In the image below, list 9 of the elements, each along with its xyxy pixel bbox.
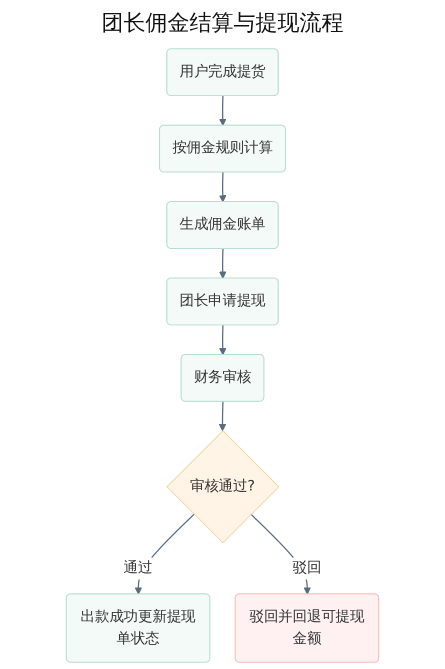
diagram-title: 团长佣金结算与提现流程 <box>102 10 344 38</box>
arrow <box>219 325 226 356</box>
arrow <box>219 96 226 126</box>
node-diamond: 审核通过? <box>166 430 280 544</box>
arrow <box>219 172 226 202</box>
arrow <box>218 402 226 432</box>
edge-label: 驳回 <box>292 559 322 576</box>
arrow <box>219 248 226 279</box>
edge-label: 通过 <box>124 559 152 576</box>
